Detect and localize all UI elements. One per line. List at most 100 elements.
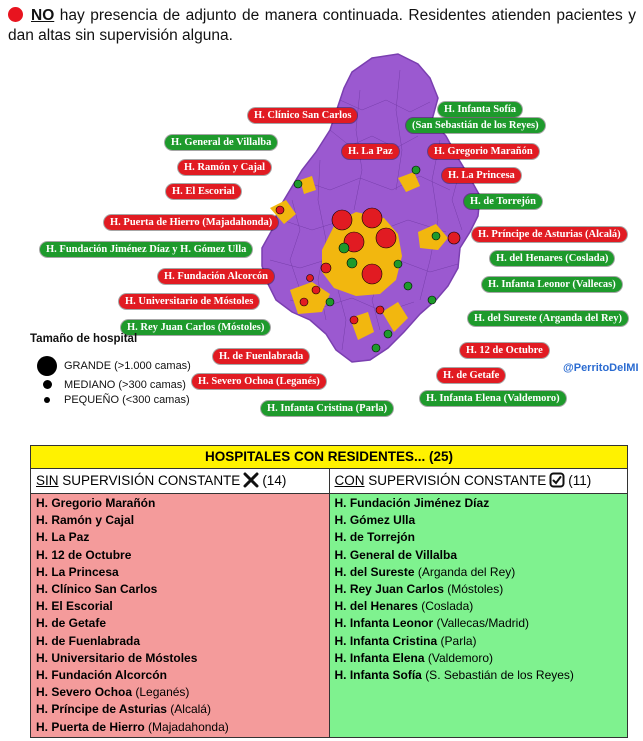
hospital-location: (Valdemoro) xyxy=(427,650,494,665)
legend-row-large: GRANDE (>1.000 camas) xyxy=(30,355,191,377)
list-item: H. Puerta de Hierro (Majadahonda) xyxy=(36,719,324,736)
list-item: H. Ramón y Cajal xyxy=(36,512,324,529)
header-text: hay presencia de adjunto de manera conti… xyxy=(8,7,637,44)
list-item: H. Infanta Elena (Valdemoro) xyxy=(335,650,623,667)
map-label-principe-asturias: H. Príncipe de Asturias (Alcalá) xyxy=(472,227,627,242)
legend-medium-label: MEDIANO (>300 camas) xyxy=(64,378,186,391)
size-legend: Tamaño de hospital GRANDE (>1.000 camas)… xyxy=(30,333,191,407)
hospital-name: H. Severo Ochoa xyxy=(36,685,133,700)
list-item: H. Infanta Cristina (Parla) xyxy=(335,633,623,650)
hospital-name: H. General de Villalba xyxy=(334,547,458,562)
legend-small-label: PEQUEÑO (<300 camas) xyxy=(64,393,190,406)
list-item: H. de Getafe xyxy=(36,615,324,632)
list-item: H. General de Villalba xyxy=(335,547,623,564)
list-item: H. Clínico San Carlos xyxy=(36,581,324,598)
right-prefix: CON xyxy=(334,473,365,488)
map-label-infanta-sofia: H. Infanta Sofía xyxy=(438,102,523,117)
legend-title: Tamaño de hospital xyxy=(30,333,138,345)
map-label-gregorio-maranon: H. Gregorio Marañón xyxy=(428,144,539,159)
hospital-name: H. de Fuenlabrada xyxy=(36,633,141,648)
hospital-name: H. Infanta Leonor xyxy=(334,616,434,631)
large-dot-icon xyxy=(37,356,57,376)
map-label-infanta-cristina: H. Infanta Cristina (Parla) xyxy=(261,401,394,416)
map-label-fundacion-alcorcon: H. Fundación Alcorcón xyxy=(158,269,274,284)
list-item: H. La Paz xyxy=(36,529,324,546)
hospital-location: (Alcalá) xyxy=(170,702,211,717)
hospital-location: (Leganés) xyxy=(135,685,190,700)
hospital-location: (Parla) xyxy=(440,633,477,648)
hospital-name: H. del Sureste xyxy=(334,564,415,579)
list-item: H. Infanta Sofía (S. Sebastián de los Re… xyxy=(335,667,623,684)
map-label-el-escorial: H. El Escorial xyxy=(166,184,241,199)
map-label-ramon-y-cajal: H. Ramón y Cajal xyxy=(178,160,272,175)
map-label-del-henares: H. del Henares (Coslada) xyxy=(490,251,615,266)
list-item: H. Severo Ochoa (Leganés) xyxy=(36,684,324,701)
hospital-name: H. 12 de Octubre xyxy=(36,547,132,562)
map-label-puerta-de-hierro: H. Puerta de Hierro (Majadahonda) xyxy=(104,215,279,230)
right-header-text: SUPERVISIÓN CONSTANTE xyxy=(368,473,547,488)
hospital-name: H. Gregorio Marañón xyxy=(36,496,156,510)
list-item: H. Universitario de Móstoles xyxy=(36,650,324,667)
hospital-name: H. Infanta Elena xyxy=(334,650,425,665)
map-label-jimenez-diaz-gomez-ulla: H. Fundación Jiménez Díaz y H. Gómez Ull… xyxy=(40,242,253,257)
map-label-getafe: H. de Getafe xyxy=(437,368,506,383)
map-label-12-de-octubre: H. 12 de Octubre xyxy=(460,343,549,358)
map-label-del-sureste: H. del Sureste (Arganda del Rey) xyxy=(468,311,628,326)
hospital-name: H. Rey Juan Carlos xyxy=(334,582,444,597)
map-label-villalba: H. General de Villalba xyxy=(165,135,278,150)
hospital-name: H. La Princesa xyxy=(36,564,119,579)
list-item: H. Rey Juan Carlos (Móstoles) xyxy=(335,581,623,598)
hospital-name: H. de Torrejón xyxy=(334,530,415,545)
legend-row-small: PEQUEÑO (<300 camas) xyxy=(30,392,191,407)
map-label-universitario-mostoles: H. Universitario de Móstoles xyxy=(119,294,260,309)
hospitals-table: HOSPITALES CON RESIDENTES... (25) SIN SU… xyxy=(30,445,628,738)
hospital-name: H. Clínico San Carlos xyxy=(36,582,158,597)
hospital-name: H. Príncipe de Asturias xyxy=(36,702,167,717)
hospital-location: (Vallecas/Madrid) xyxy=(436,616,529,631)
list-item: H. Gómez Ulla xyxy=(335,512,623,529)
legend-row-medium: MEDIANO (>300 camas) xyxy=(30,377,191,392)
hospital-location: (Coslada) xyxy=(421,599,474,614)
map-label-la-paz: H. La Paz xyxy=(342,144,399,159)
hospital-name: H. del Henares xyxy=(334,599,418,614)
header-no: NO xyxy=(31,7,55,24)
list-item: H. Fundación Jiménez Díaz xyxy=(335,495,623,512)
left-column-header: SIN SUPERVISIÓN CONSTANTE(14) xyxy=(31,469,329,494)
hospital-location: (S. Sebastián de los Reyes) xyxy=(425,668,574,683)
map-label-severo-ochoa: H. Severo Ochoa (Leganés) xyxy=(192,374,326,389)
cross-icon xyxy=(243,472,259,496)
red-dot-icon xyxy=(8,7,23,22)
hospital-name: H. Fundación Alcorcón xyxy=(36,668,167,683)
right-count: (11) xyxy=(568,473,592,488)
left-count: (14) xyxy=(262,473,287,488)
hospital-name: H. Infanta Sofía xyxy=(334,668,422,683)
list-item: H. de Fuenlabrada xyxy=(36,633,324,650)
hospital-name: H. Universitario de Móstoles xyxy=(36,650,198,665)
left-prefix: SIN xyxy=(36,473,59,488)
medium-dot-icon xyxy=(42,380,52,389)
hospital-name: H. Gómez Ulla xyxy=(334,513,416,528)
small-dot-icon xyxy=(44,396,50,403)
list-item: H. Gregorio Marañón xyxy=(36,495,324,512)
hospital-location: (Majadahonda) xyxy=(148,719,229,734)
without-supervision-column: SIN SUPERVISIÓN CONSTANTE(14) H. Gregori… xyxy=(31,469,330,737)
map-label-rey-juan-carlos: H. Rey Juan Carlos (Móstoles) xyxy=(121,320,271,335)
hospital-name: H. Fundación Jiménez Díaz xyxy=(334,496,490,510)
map-label-infanta-elena: H. Infanta Elena (Valdemoro) xyxy=(420,391,566,406)
table-title: HOSPITALES CON RESIDENTES... (25) xyxy=(31,446,627,469)
hospital-name: H. de Getafe xyxy=(36,616,107,631)
map-label-infanta-leonor: H. Infanta Leonor (Vallecas) xyxy=(482,277,622,292)
list-item: H. del Sureste (Arganda del Rey) xyxy=(335,564,623,581)
map-label-fuenlabrada: H. de Fuenlabrada xyxy=(213,349,310,364)
hospital-location: (Móstoles) xyxy=(447,582,504,597)
hospital-name: H. La Paz xyxy=(36,530,90,545)
legend-large-label: GRANDE (>1.000 camas) xyxy=(64,360,191,372)
list-item: H. Príncipe de Asturias (Alcalá) xyxy=(36,701,324,718)
list-item: H. Infanta Leonor (Vallecas/Madrid) xyxy=(335,615,623,632)
list-item: H. de Torrejón xyxy=(335,529,623,546)
map-label-san-sebastian: (San Sebastián de los Reyes) xyxy=(406,118,545,133)
list-item: H. Fundación Alcorcón xyxy=(36,667,324,684)
list-item: H. La Princesa xyxy=(36,564,324,581)
